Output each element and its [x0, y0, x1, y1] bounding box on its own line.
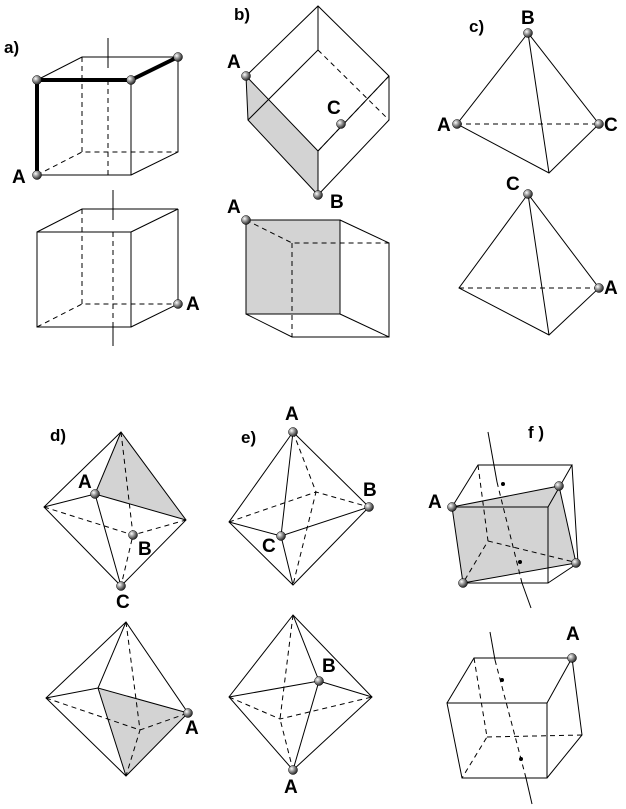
vertex-label-A: A: [604, 278, 618, 299]
vertex-marker: [364, 502, 374, 512]
panel-d-top-octahedron: [43, 431, 187, 591]
vertex-label-B: B: [521, 8, 535, 29]
panel-a-bottom-cube: [36, 190, 183, 346]
vertex-label-A: A: [227, 197, 241, 218]
vertex-label-A: A: [186, 294, 200, 315]
vertex-marker: [567, 653, 577, 663]
vertex-label-C: C: [327, 98, 341, 119]
vertex-label-C: C: [116, 592, 130, 613]
axis-point: [519, 757, 523, 761]
vertex-marker: [452, 119, 462, 129]
vertex-marker: [32, 75, 42, 85]
vertex-marker: [276, 531, 286, 541]
vertex-label-B: B: [363, 480, 377, 501]
panel-label-d: d): [50, 426, 66, 445]
vertex-marker: [313, 190, 323, 200]
panel-label-c: c): [469, 17, 484, 36]
vertex-marker: [32, 170, 42, 180]
vertex-label-A: A: [428, 492, 442, 513]
vertex-label-A: A: [285, 404, 299, 425]
vertex-marker: [128, 530, 138, 540]
panel-d-bottom-octahedron: [45, 621, 193, 777]
vertex-label-C: C: [262, 536, 276, 557]
vertex-label-A: A: [185, 718, 199, 739]
vertex-label-A: A: [227, 52, 241, 73]
vertex-marker: [173, 52, 183, 62]
vertex-marker: [523, 189, 533, 199]
vertex-marker: [447, 502, 457, 512]
panel-e-top-octahedron: [228, 427, 374, 586]
vertex-marker: [458, 578, 468, 588]
axis-point: [500, 678, 504, 682]
vertex-marker: [183, 708, 193, 718]
vertex-marker: [241, 71, 251, 81]
vertex-marker: [571, 558, 581, 568]
vertex-label-A: A: [437, 115, 451, 136]
vertex-label-A: A: [12, 167, 26, 188]
panel-label-e: e): [241, 428, 256, 447]
panel-f-top-cube: [447, 431, 581, 609]
panel-label-a: a): [4, 38, 19, 57]
panel-a-top-cube: [32, 38, 183, 180]
vertex-label-B: B: [322, 656, 336, 677]
panel-e-bottom-octahedron: [228, 614, 373, 775]
vertex-marker: [314, 676, 324, 686]
vertex-marker: [523, 28, 533, 38]
vertex-marker: [594, 119, 604, 129]
vertex-marker: [241, 215, 251, 225]
vertex-label-A: A: [284, 777, 298, 798]
axis-point: [501, 482, 505, 486]
vertex-label-A: A: [566, 624, 580, 645]
vertex-marker: [554, 481, 564, 491]
panel-f-bottom-cube: [446, 631, 583, 805]
vertex-marker: [288, 427, 298, 437]
vertex-label-A: A: [78, 472, 92, 493]
panel-c-bottom-tetrahedron: [458, 189, 604, 336]
vertex-label-C: C: [506, 174, 520, 195]
vertex-label-B: B: [330, 192, 344, 213]
panel-c-top-tetrahedron: [452, 28, 604, 174]
panel-label-f: f ): [528, 423, 544, 442]
vertex-marker: [90, 489, 100, 499]
vertex-marker: [594, 283, 604, 293]
vertex-marker: [288, 765, 298, 775]
vertex-marker: [336, 119, 346, 129]
panel-b-top-cube: [241, 5, 390, 200]
panel-label-b: b): [234, 5, 250, 24]
vertex-label-B: B: [138, 539, 152, 560]
axis-point: [518, 560, 522, 564]
vertex-marker: [116, 581, 126, 591]
panel-b-bottom-cube: [241, 215, 390, 338]
vertex-marker: [126, 75, 136, 85]
vertex-label-C: C: [604, 115, 618, 136]
vertex-marker: [173, 299, 183, 309]
